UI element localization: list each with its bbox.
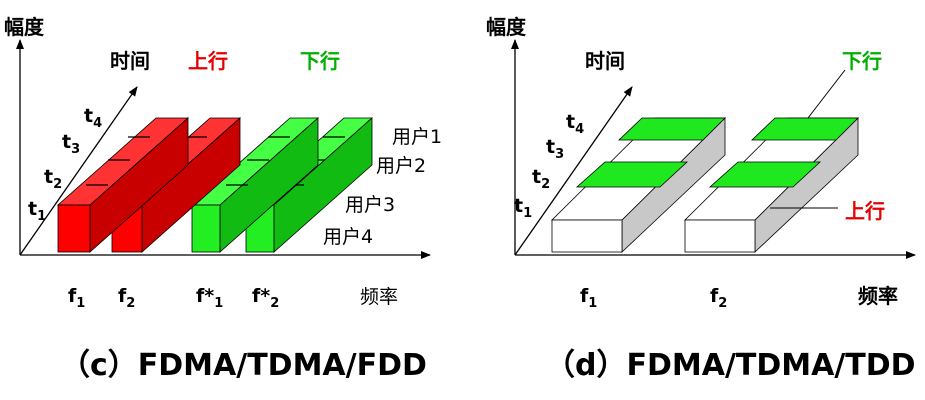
user-label-1: 用户1	[392, 126, 442, 148]
frequency-label: 频率	[360, 286, 398, 308]
frequency-label: 频率	[858, 284, 898, 308]
freq-tick-fstar2: f*2	[252, 285, 279, 311]
time-ticks: t1 t2 t3 t4	[514, 111, 584, 221]
time-tick-t2: t2	[532, 166, 550, 192]
slot-upper	[751, 117, 859, 141]
downlink-label: 下行	[842, 49, 882, 73]
block-front	[684, 219, 756, 253]
slot-lower	[708, 161, 822, 188]
freq-tick-f1: f1	[580, 285, 597, 311]
user-label-2: 用户2	[376, 155, 426, 177]
amplitude-label: 幅度	[486, 15, 527, 39]
caption-tdd: （d）FDMA/TDMA/TDD	[545, 348, 916, 383]
slot-lower	[575, 161, 689, 188]
block-front	[191, 204, 221, 253]
block-front	[551, 219, 623, 253]
tdd-block-f1	[551, 117, 726, 253]
time-tick-t4: t4	[566, 111, 584, 137]
time-axis	[19, 86, 138, 256]
fdd-panel: 幅度 时间 上行 下行 t1 t2 t3 t4 用户1 用户2 用户3 用户4 …	[4, 15, 442, 383]
uplink-label: 上行	[845, 199, 885, 223]
block-front	[57, 204, 91, 253]
downlink-block-f1	[190, 117, 320, 253]
freq-tick-f2: f2	[118, 285, 135, 311]
frequency-ticks: f1 f2 f*1 f*2	[68, 285, 279, 311]
time-label: 时间	[585, 49, 625, 73]
frequency-ticks: f1 f2	[580, 285, 727, 311]
amplitude-label: 幅度	[4, 15, 45, 39]
freq-tick-fstar1: f*1	[196, 285, 223, 311]
uplink-block-f1	[56, 117, 190, 253]
user-label-3: 用户3	[345, 194, 395, 216]
downlink-leader	[807, 69, 846, 119]
time-tick-t1: t1	[514, 195, 532, 221]
time-ticks: t1 t2 t3 t4	[28, 105, 102, 224]
time-tick-t3: t3	[546, 136, 564, 162]
time-tick-t4: t4	[84, 105, 102, 131]
user-label-4: 用户4	[323, 226, 373, 248]
time-axis	[514, 86, 633, 256]
tdd-panel: 幅度 时间 下行 上行 t1 t2 t3 t4 f1 f2 频率 （d）FDMA…	[486, 15, 916, 383]
slot-upper	[618, 117, 726, 141]
tdd-block-f2	[684, 117, 859, 253]
freq-tick-f2: f2	[710, 285, 727, 311]
time-label: 时间	[110, 49, 150, 73]
caption-fdd: （c）FDMA/TDMA/FDD	[60, 348, 427, 383]
user-labels: 用户1 用户2 用户3 用户4	[323, 126, 442, 248]
freq-tick-f1: f1	[68, 285, 85, 311]
time-tick-t2: t2	[44, 166, 62, 192]
time-tick-t1: t1	[28, 198, 46, 224]
downlink-label: 下行	[300, 49, 340, 73]
uplink-label: 上行	[188, 49, 228, 73]
time-tick-t3: t3	[62, 131, 80, 157]
